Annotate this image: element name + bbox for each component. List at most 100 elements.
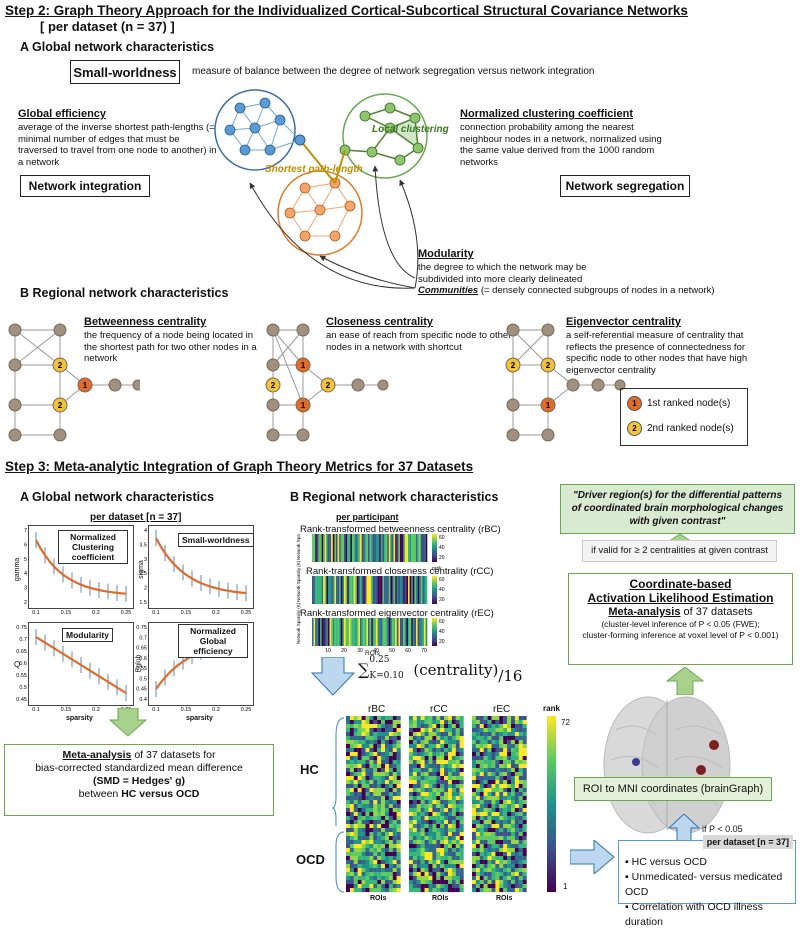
group-heatmap-cell xyxy=(349,800,354,805)
ytick-label: 6 xyxy=(24,542,27,548)
group-heatmap-cell xyxy=(377,824,382,829)
group-heatmap-cell xyxy=(428,864,433,869)
group-heatmap-cell xyxy=(459,716,464,721)
group-heatmap-cell xyxy=(353,724,358,729)
group-heatmap-cell xyxy=(479,752,484,757)
group-heatmap-cell xyxy=(455,772,460,777)
group-heatmap-cell xyxy=(357,832,362,837)
group-heatmap-cell xyxy=(365,764,370,769)
group-heatmap-cell xyxy=(503,748,508,753)
ale-title1: Coordinate-based xyxy=(629,577,732,591)
group-heatmap-cell xyxy=(499,852,504,857)
group-heatmap-cell xyxy=(357,804,362,809)
group-heatmap-cell xyxy=(491,828,496,833)
group-heatmap-cell xyxy=(396,844,401,849)
group-heatmap-cell xyxy=(472,788,476,793)
heatmap-cell xyxy=(363,576,365,604)
heatmap-cell xyxy=(371,534,373,562)
group-heatmap-cell xyxy=(420,720,425,725)
heatmap-cell xyxy=(331,534,333,562)
heatmap-cell xyxy=(404,534,407,562)
group-heatmap-cell xyxy=(455,852,460,857)
group-heatmap-cell xyxy=(499,732,504,737)
group-heatmap-cell xyxy=(455,856,460,861)
group-heatmap-cell xyxy=(472,880,476,885)
group-heatmap-cell xyxy=(424,780,429,785)
group-heatmap-cell xyxy=(357,844,362,849)
group-heatmap-cell xyxy=(412,760,417,765)
network-segregation-label: Network segregation xyxy=(565,179,685,193)
group-heatmap-cell xyxy=(349,720,354,725)
group-heatmap-cell xyxy=(420,868,425,873)
heatmap-cell xyxy=(409,618,412,646)
group-heatmap-cell xyxy=(432,796,437,801)
group-heatmap-cell xyxy=(388,720,393,725)
group-heatmap-cell xyxy=(346,800,350,805)
group-heatmap-cell xyxy=(369,804,374,809)
group-heatmap-cell xyxy=(518,880,523,885)
group-heatmap-cell xyxy=(392,888,397,893)
group-heatmap-cell xyxy=(472,852,476,857)
heatmap-cell xyxy=(388,618,391,646)
group-heatmap-cell xyxy=(479,864,484,869)
group-heatmap-cell xyxy=(451,772,456,777)
group-heatmap-cell xyxy=(377,888,382,893)
group-heatmap-cell xyxy=(455,836,460,841)
heatmap-cell xyxy=(422,576,425,604)
group-heatmap-cell xyxy=(507,864,512,869)
group-heatmap-cell xyxy=(459,820,464,825)
group-heatmap-cell xyxy=(499,728,504,733)
group-heatmap-cell xyxy=(491,796,496,801)
group-heatmap-cell xyxy=(420,772,425,777)
heatmap-cell xyxy=(406,618,409,646)
group-heatmap-cell xyxy=(487,756,492,761)
group-heatmap-cell xyxy=(459,852,464,857)
group-heatmap-cell xyxy=(357,812,362,817)
group-heatmap-cell xyxy=(511,756,515,761)
group-heatmap-cell xyxy=(455,840,460,845)
group-heatmap-cell xyxy=(357,756,362,761)
group-heatmap-cell xyxy=(491,756,496,761)
cbar-tick: 20 xyxy=(439,597,445,603)
group-heatmap-cell xyxy=(487,848,492,853)
group-heatmap-cell xyxy=(475,780,480,785)
heatmap-cell xyxy=(387,618,389,646)
cbar-tick: 40 xyxy=(439,629,445,635)
heatmap-cell xyxy=(352,618,354,646)
group-heatmap-cell xyxy=(487,784,492,789)
group-heatmap-cell xyxy=(522,876,527,881)
group-heatmap-cell xyxy=(459,796,464,801)
group-heatmap-cell xyxy=(499,820,504,825)
group-heatmap-cell xyxy=(369,784,374,789)
group-heatmap-cell xyxy=(448,756,452,761)
group-heatmap-cell xyxy=(479,844,484,849)
group-heatmap-cell xyxy=(503,860,508,865)
group-heatmap-cell xyxy=(455,752,460,757)
group-heatmap-cell xyxy=(522,756,527,761)
group-heatmap-cell xyxy=(424,888,429,893)
heatmap-cell xyxy=(353,576,356,604)
group-heatmap-cell xyxy=(416,752,421,757)
group-heatmap-cell xyxy=(475,868,480,873)
group-heatmap-cell xyxy=(432,784,437,789)
heatmap-cell xyxy=(316,576,319,604)
group-heatmap-cell xyxy=(377,760,382,765)
group-heatmap-cell xyxy=(479,888,484,893)
cbar-tick: 60 xyxy=(439,577,445,583)
xtick-label: 0.15 xyxy=(61,610,72,616)
heatmap-cell xyxy=(380,534,383,562)
group-heatmap-cell xyxy=(412,756,417,761)
group-heatmap-cell xyxy=(385,728,389,733)
group-heatmap-cell xyxy=(365,836,370,841)
group-heatmap-cell xyxy=(385,792,389,797)
group-heatmap-cell xyxy=(361,856,366,861)
heatmap-cell xyxy=(395,534,397,562)
group-heatmap-cell xyxy=(365,848,370,853)
group-heatmap-cell xyxy=(381,716,386,721)
group-heatmap-cell xyxy=(353,760,358,765)
heatmap-cell xyxy=(384,576,386,604)
group-heatmap-cell xyxy=(448,764,452,769)
group-heatmap-cell xyxy=(357,840,362,845)
group-heatmap-cell xyxy=(507,832,512,837)
group-heatmap-cell xyxy=(459,876,464,881)
